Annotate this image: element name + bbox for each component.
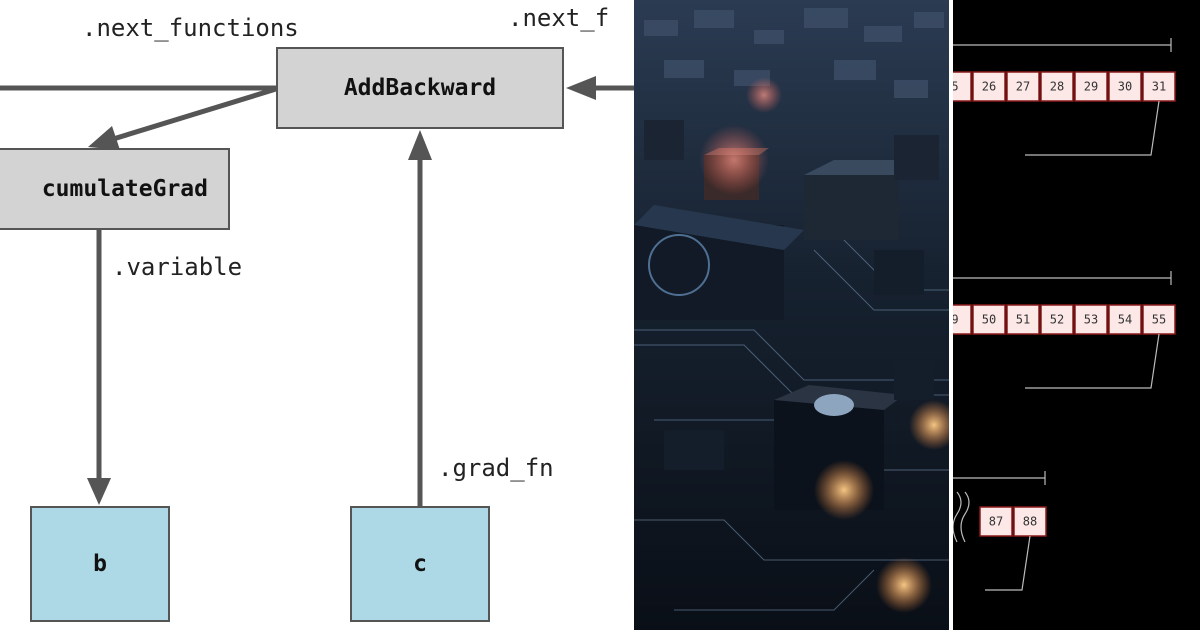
memory-cell-box — [1074, 71, 1108, 102]
memory-rows-svg: 5 26 27 28 29 30 31 9 50 51 52 53 54 55 87 88 — [953, 38, 1176, 591]
memory-cell-box — [1142, 71, 1176, 102]
memory-cell-label: 27 — [1016, 80, 1030, 94]
memory-cell-label: 51 — [1016, 313, 1030, 327]
memory-cell-box — [1074, 304, 1108, 335]
memory-cell-label: 26 — [982, 80, 996, 94]
memory-cell-label: 30 — [1118, 80, 1132, 94]
memory-cell: 30 — [1108, 71, 1142, 102]
memory-cell-label: 31 — [1152, 80, 1166, 94]
memory-layout-panel: 5 26 27 28 29 30 31 9 50 51 52 53 54 55 87 88 — [953, 0, 1200, 630]
break-mark — [953, 491, 962, 543]
memory-cell: 31 — [1142, 71, 1176, 102]
circuit-board-illustration — [634, 0, 949, 630]
memory-cell-box — [1040, 304, 1074, 335]
memory-cell-box — [1040, 71, 1074, 102]
memory-cell-box — [1108, 304, 1142, 335]
memory-cell-label: 55 — [1152, 313, 1166, 327]
memory-cell-label: 28 — [1050, 80, 1064, 94]
grad-fn-label: .grad_fn — [438, 454, 554, 482]
memory-cell: 5 — [953, 71, 972, 102]
memory-row: 5 26 27 28 29 30 31 — [953, 38, 1176, 156]
memory-cell: 88 — [1013, 506, 1047, 537]
accumulategrad-node: cumulateGrad — [0, 148, 230, 230]
memory-cell-box — [1006, 304, 1040, 335]
memory-cell: 53 — [1074, 304, 1108, 335]
memory-cell-box — [953, 304, 972, 335]
memory-row: 87 88 — [953, 471, 1047, 591]
memory-cell-box — [1006, 71, 1040, 102]
memory-cell-label: 50 — [982, 313, 996, 327]
memory-cell-box — [972, 304, 1006, 335]
arrowhead-into-addbackward-bottom — [408, 130, 432, 160]
addbackward-node: AddBackward — [276, 47, 564, 129]
break-mark — [960, 491, 970, 543]
b-node: b — [30, 506, 170, 622]
memory-cell-box — [1108, 71, 1142, 102]
memory-cell: 52 — [1040, 304, 1074, 335]
row-tail-connector — [1025, 333, 1160, 389]
next-functions-label-cut: .next_f — [508, 4, 610, 32]
memory-cell-label: 5 — [953, 80, 959, 94]
memory-cell: 87 — [979, 506, 1013, 537]
circuit-board-image — [634, 0, 949, 630]
row-tail-connector — [985, 535, 1031, 591]
memory-cell: 51 — [1006, 304, 1040, 335]
memory-cell: 27 — [1006, 71, 1040, 102]
memory-cell: 54 — [1108, 304, 1142, 335]
arrowhead-into-b — [87, 478, 111, 505]
memory-cell-box — [979, 506, 1013, 537]
memory-cell-label: 52 — [1050, 313, 1064, 327]
memory-cell-box — [953, 71, 972, 102]
graph-edges — [0, 76, 634, 506]
memory-cell-label: 29 — [1084, 80, 1098, 94]
memory-cell: 9 — [953, 304, 972, 335]
memory-cell: 55 — [1142, 304, 1176, 335]
memory-cell-box — [972, 71, 1006, 102]
memory-cell: 26 — [972, 71, 1006, 102]
memory-cell-label: 54 — [1118, 313, 1132, 327]
memory-cell-label: 9 — [953, 313, 959, 327]
memory-cell: 50 — [972, 304, 1006, 335]
memory-cell: 29 — [1074, 71, 1108, 102]
row-tail-connector — [1025, 100, 1160, 156]
computation-graph-panel: AddBackward cumulateGrad b c .next_funct… — [0, 4, 634, 622]
c-node: c — [350, 506, 490, 622]
next-functions-label: .next_functions — [82, 14, 299, 42]
memory-cell: 28 — [1040, 71, 1074, 102]
memory-cell-box — [1142, 304, 1176, 335]
arrowhead-into-addbackward — [566, 76, 596, 100]
memory-cell-label: 53 — [1084, 313, 1098, 327]
memory-cell-box — [1013, 506, 1047, 537]
variable-label: .variable — [112, 253, 243, 281]
edge-next-functions — [109, 86, 277, 143]
memory-cell-label: 87 — [989, 515, 1003, 529]
panel-divider — [949, 0, 953, 630]
arrowhead-into-accumulategrad — [88, 126, 120, 150]
memory-cell-label: 88 — [1023, 515, 1037, 529]
memory-row: 9 50 51 52 53 54 55 — [953, 271, 1176, 389]
